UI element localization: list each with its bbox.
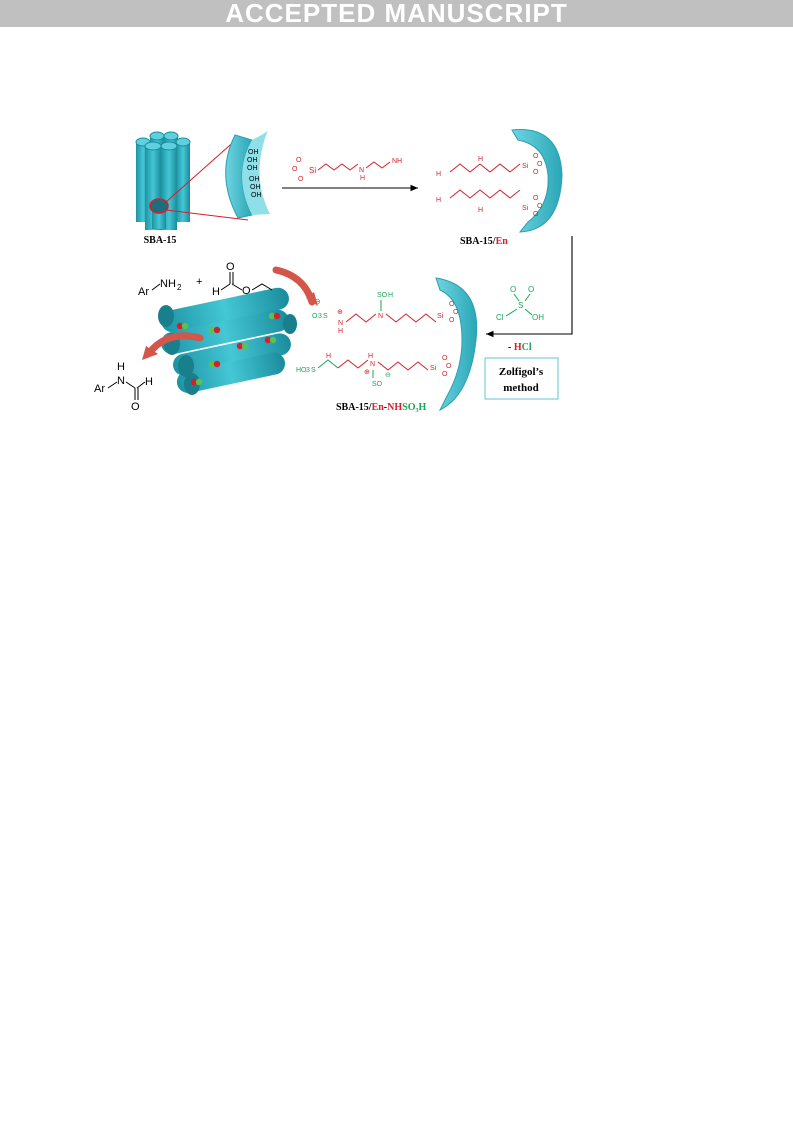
svg-text:Si: Si (430, 365, 437, 372)
svg-text:O: O (442, 371, 448, 378)
svg-text:O: O (533, 195, 539, 202)
svg-text:HO: HO (296, 367, 307, 374)
sba15-bundle (135, 131, 249, 230)
svg-text:H: H (360, 175, 365, 182)
svg-text:O: O (226, 261, 235, 273)
reaction-arrow-2 (486, 236, 573, 338)
aminosilane-reagent: O O O Si N H NH (292, 157, 402, 183)
svg-text:H: H (388, 292, 393, 299)
svg-text:⊕: ⊕ (364, 369, 370, 376)
svg-text:SO: SO (377, 292, 388, 299)
svg-text:H: H (436, 171, 441, 178)
sba15-en-product: H H Si O O O H H Si O O O (436, 129, 563, 233)
svg-text:+: + (196, 276, 202, 288)
svg-text:H: H (368, 353, 373, 360)
accepted-manuscript-banner: ACCEPTED MANUSCRIPT (0, 0, 793, 27)
oh-group: OH (250, 184, 261, 191)
svg-text:OH: OH (532, 313, 544, 322)
oh-group: OH (247, 157, 258, 164)
svg-text:H: H (145, 376, 153, 388)
svg-text:O: O (453, 309, 459, 316)
svg-text:⊕: ⊕ (337, 309, 343, 316)
catalyst-bundle (158, 287, 297, 395)
svg-text:Cl: Cl (496, 313, 504, 322)
svg-text:O: O (292, 166, 298, 173)
svg-text:N: N (378, 313, 383, 320)
svg-text:Zolfigol’s: Zolfigol’s (499, 366, 544, 378)
svg-text:O: O (528, 285, 534, 294)
svg-text:O: O (449, 301, 455, 308)
sba15-label: SBA-15 (144, 235, 177, 246)
svg-text:O: O (131, 401, 140, 413)
zolfigol-method-box: Zolfigol’s method (484, 357, 559, 400)
svg-text:method: method (503, 382, 538, 394)
svg-text:N: N (117, 375, 125, 387)
svg-text:O: O (510, 285, 516, 294)
svg-text:O: O (537, 161, 543, 168)
svg-text:H: H (212, 286, 220, 298)
svg-text:S: S (323, 313, 328, 320)
svg-text:⊖: ⊖ (314, 297, 321, 306)
oh-group: OH (248, 149, 259, 156)
svg-text:H: H (478, 156, 483, 163)
svg-text:Si: Si (309, 166, 316, 175)
final-product-structure: O 3 S ⊖ ⊕ N H N SO H Si O O O HO 3 S H H… (296, 277, 478, 412)
svg-text:NH: NH (160, 278, 176, 290)
svg-text:O: O (449, 317, 455, 324)
svg-text:SO: SO (372, 381, 383, 388)
svg-text:O: O (533, 169, 539, 176)
reagents: Ar NH 2 + H O O (138, 261, 273, 298)
svg-text:O: O (442, 355, 448, 362)
svg-text:Si: Si (522, 163, 529, 170)
svg-text:3: 3 (318, 313, 322, 320)
svg-text:H: H (326, 353, 331, 360)
svg-text:Si: Si (437, 313, 444, 320)
minus-hcl-label: - HCl (508, 342, 532, 353)
svg-text:⊖: ⊖ (385, 372, 391, 379)
final-product-label: SBA-15/En-NHSO3H (336, 402, 426, 414)
pore-wall-oh: OH OH OH OH OH OH (225, 130, 270, 219)
svg-text:Ar: Ar (94, 383, 105, 395)
sba15-en-label: SBA-15/En (460, 236, 508, 247)
svg-text:3: 3 (306, 367, 310, 374)
formamide-product: Ar H N O H (94, 361, 153, 413)
svg-text:N: N (370, 361, 375, 368)
svg-text:NH: NH (392, 158, 402, 165)
svg-text:O: O (446, 363, 452, 370)
svg-text:H: H (117, 361, 125, 373)
svg-text:O: O (537, 203, 543, 210)
svg-text:O: O (296, 157, 302, 164)
product-out-arrow (146, 332, 204, 356)
svg-text:Si: Si (522, 205, 529, 212)
svg-text:S: S (518, 301, 523, 310)
oh-group: OH (247, 165, 258, 172)
chlorosulfonic-acid: O O S Cl OH (496, 285, 544, 322)
svg-text:H: H (478, 207, 483, 214)
svg-text:S: S (311, 367, 316, 374)
svg-text:O: O (298, 176, 304, 183)
oh-group: OH (251, 192, 262, 199)
svg-text:H: H (436, 197, 441, 204)
svg-text:H: H (338, 328, 343, 335)
svg-text:O: O (242, 285, 251, 297)
svg-text:N: N (338, 320, 343, 327)
svg-text:O: O (312, 313, 318, 320)
active-site-beads (176, 312, 281, 386)
svg-text:O: O (533, 153, 539, 160)
svg-text:N: N (359, 167, 364, 174)
oh-group: OH (249, 176, 260, 183)
svg-text:2: 2 (177, 283, 182, 292)
svg-text:O: O (533, 211, 539, 218)
svg-text:Ar: Ar (138, 286, 149, 298)
banner-text: ACCEPTED MANUSCRIPT (225, 0, 568, 28)
